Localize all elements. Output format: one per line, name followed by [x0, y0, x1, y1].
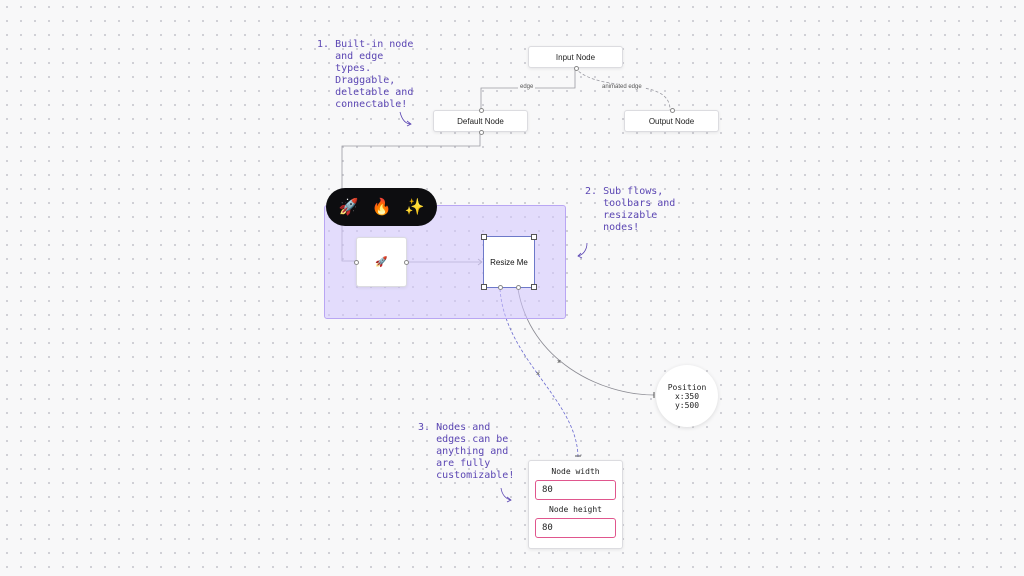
- position-x: x:350: [674, 391, 700, 401]
- resize-handle-bottom-left[interactable]: [481, 284, 487, 290]
- fire-icon[interactable]: 🔥: [371, 199, 392, 216]
- svg-text:×: ×: [557, 359, 561, 366]
- subflow-child-node[interactable]: 🚀: [354, 237, 409, 287]
- node-width-label: Node width: [551, 467, 600, 476]
- note-number: 2.: [585, 186, 598, 197]
- note-customizable: 3. Nodes and edges can be anything and a…: [418, 422, 514, 482]
- default-node-target-handle[interactable]: [479, 108, 484, 113]
- note-sub-flows: 2. Sub flows, toolbars and resizable nod…: [585, 186, 675, 234]
- output-node-target-handle[interactable]: [670, 108, 675, 113]
- node-height-label: Node height: [549, 505, 602, 514]
- input-node-label: Input Node: [555, 52, 596, 62]
- note2-arrow-icon: [577, 242, 588, 257]
- resize-handle-top-left[interactable]: [481, 234, 487, 240]
- note3-arrow-icon: [500, 487, 512, 501]
- note1-arrow-icon: [399, 111, 412, 125]
- node-toolbar: 🚀 🔥 ✨: [326, 188, 437, 226]
- default-node-source-handle[interactable]: [479, 130, 484, 135]
- input-node[interactable]: Input Node: [528, 46, 623, 71]
- resize-node[interactable]: Resize Me: [481, 234, 537, 290]
- resize-handle-bottom-right[interactable]: [531, 284, 537, 290]
- note-built-in-nodes: 1. Built-in node and edge types. Draggab…: [317, 39, 413, 111]
- default-node-label: Default Node: [457, 116, 504, 126]
- note-text: Built-in node and edge types. Draggable,…: [335, 39, 414, 110]
- edge-label: edge: [518, 84, 536, 90]
- resize-handle-top-right[interactable]: [531, 234, 537, 240]
- size-form-node[interactable]: Node width Node height: [528, 460, 623, 549]
- output-node[interactable]: Output Node: [624, 108, 719, 132]
- input-node-source-handle[interactable]: [574, 66, 579, 71]
- resize-node-source-handle-b[interactable]: [516, 285, 521, 290]
- resize-node-source-handle-a[interactable]: [498, 285, 503, 290]
- note-number: 3.: [418, 422, 431, 433]
- note-number: 1.: [317, 39, 330, 50]
- note-text: Nodes and edges can be anything and are …: [436, 422, 515, 481]
- note-text: Sub flows, toolbars and resizable nodes!: [603, 186, 676, 233]
- output-node-label: Output Node: [648, 116, 695, 126]
- position-y: y:500: [674, 400, 700, 410]
- animated-edge-label: animated edge: [600, 84, 644, 90]
- svg-text:×: ×: [536, 371, 540, 378]
- default-node[interactable]: Default Node: [433, 108, 528, 135]
- rocket-icon: 🚀: [375, 256, 388, 268]
- node-height-input[interactable]: [535, 518, 616, 538]
- resize-node-label: Resize Me: [490, 257, 528, 267]
- sparkles-icon[interactable]: ✨: [404, 199, 425, 216]
- position-node[interactable]: Position x:350 y:500: [656, 365, 718, 427]
- rocket-icon[interactable]: 🚀: [338, 199, 359, 216]
- child-node-target-handle[interactable]: [354, 260, 359, 265]
- node-width-input[interactable]: [535, 480, 616, 500]
- position-title: Position: [667, 382, 707, 392]
- child-node-source-handle[interactable]: [404, 260, 409, 265]
